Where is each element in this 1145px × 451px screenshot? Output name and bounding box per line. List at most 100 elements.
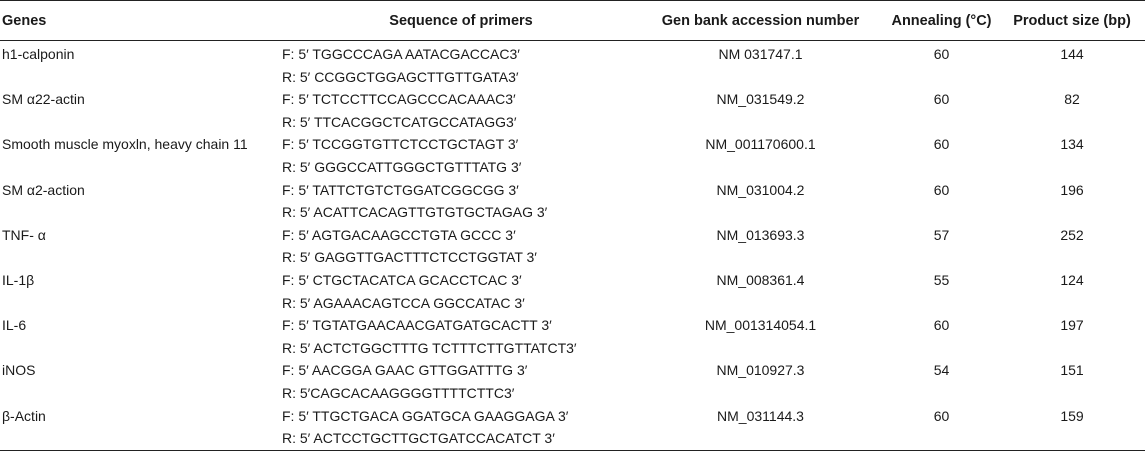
empty-cell [880, 292, 1003, 315]
empty-cell [0, 111, 281, 134]
header-genes: Genes [0, 0, 281, 41]
gene-name: SM α22-actin [2, 91, 85, 108]
product-size: 159 [1060, 407, 1084, 424]
empty-cell [0, 427, 281, 451]
gene-name: IL-1β [2, 271, 35, 288]
gene-name: TNF- α [2, 226, 46, 243]
table-row: h1-calponin F: 5′ TGGCCCAGA AATACGACCAC3′… [0, 41, 1145, 66]
table-row: β-Actin F: 5′ TTGCTGACA GGATGCA GAAGGAGA … [0, 405, 1145, 428]
accession-number: NM_001314054.1 [704, 317, 817, 334]
forward-primer: F: 5′ AACGGA GAAC GTTGGATTTG 3′ [282, 362, 528, 379]
empty-cell [0, 156, 281, 179]
table-row: Smooth muscle myoxln, heavy chain 11 F: 5… [0, 133, 1145, 156]
accession-number: NM_008361.4 [716, 271, 805, 288]
forward-primer: F: 5′ TCTCCTTCCAGCCCACAAAC3′ [282, 91, 516, 108]
gene-name: IL-6 [2, 317, 27, 334]
reverse-primer: R: 5′ AGAAACAGTCCA GGCCATAC 3′ [282, 294, 525, 311]
empty-cell [0, 201, 281, 224]
table-body: h1-calponin F: 5′ TGGCCCAGA AATACGACCAC3′… [0, 41, 1145, 451]
empty-cell [0, 292, 281, 315]
reverse-primer: R: 5′ ACTCCTGCTTGCTGATCCACATCT 3′ [281, 427, 641, 451]
reverse-primer: R: 5′ CCGGCTGGAGCTTGTTGATA3′ [282, 68, 519, 85]
empty-cell [880, 111, 1003, 134]
forward-primer: F: 5′ AGTGACAAGCCTGTA GCCC 3′ [282, 226, 516, 243]
header-annealing: Annealing (°C) [880, 0, 1003, 41]
table-row-reverse: R: 5′CAGCACAAGGGGTTTTCTTC3′ [0, 382, 1145, 405]
forward-primer: F: 5′ TATTCTGTCTGGATCGGCGG 3′ [282, 181, 519, 198]
gene-name: h1-calponin [2, 46, 75, 62]
empty-cell [880, 382, 1003, 405]
reverse-primer: R: 5′ ACATTCACAGTTGTGTGCTAGAG 3′ [282, 204, 548, 221]
product-size: 196 [1060, 181, 1084, 198]
empty-cell [880, 427, 1003, 451]
empty-cell [641, 337, 880, 360]
accession-number: NM_013693.3 [716, 226, 805, 243]
empty-cell [880, 66, 1003, 89]
annealing-temp: 60 [933, 46, 950, 62]
table-row-reverse: R: 5′ ACTCTGGCTTTG TCTTTCTTGTTATCT3′ [0, 337, 1145, 360]
table-row: SM α22-actin F: 5′ TCTCCTTCCAGCCCACAAAC3′… [0, 88, 1145, 111]
accession-number: NM_010927.3 [716, 362, 805, 379]
table-row-reverse: R: 5′ AGAAACAGTCCA GGCCATAC 3′ [0, 292, 1145, 315]
reverse-primer: R: 5′ ACTCTGGCTTTG TCTTTCTTGTTATCT3′ [282, 339, 577, 356]
gene-name: β-Actin [2, 407, 46, 424]
product-size: 252 [1060, 226, 1084, 243]
table-row: TNF- α F: 5′ AGTGACAAGCCTGTA GCCC 3′ NM_01… [0, 224, 1145, 247]
annealing-temp: 60 [933, 136, 950, 153]
annealing-temp: 60 [933, 317, 950, 334]
empty-cell [0, 382, 281, 405]
gene-name: SM α2-action [2, 181, 85, 198]
empty-cell [1003, 201, 1145, 224]
empty-cell [641, 292, 880, 315]
empty-cell [0, 337, 281, 360]
table-row: SM α2-action F: 5′ TATTCTGTCTGGATCGGCGG 3… [0, 179, 1145, 202]
annealing-temp: 60 [933, 181, 950, 198]
header-accession: Gen bank accession number [641, 0, 880, 41]
accession-number: NM_001170600.1 [705, 136, 816, 153]
empty-cell [880, 156, 1003, 179]
forward-primer: F: 5′ TGTATGAACAACGATGATGCACTT 3′ [282, 317, 552, 334]
empty-cell [641, 201, 880, 224]
table-row-reverse: R: 5′ TTCACGGCTCATGCCATAGG3′ [0, 111, 1145, 134]
product-size: 82 [1064, 91, 1080, 108]
empty-cell [880, 337, 1003, 360]
accession-number: NM_031144.3 [717, 407, 804, 424]
table-row-reverse: R: 5′ CCGGCTGGAGCTTGTTGATA3′ [0, 66, 1145, 89]
header-product-size: Product size (bp) [1003, 0, 1145, 41]
forward-primer: F: 5′ TCCGGTGTTCTCCTGCTAGT 3′ [282, 136, 519, 153]
gene-name: Smooth muscle myoxln, heavy chain 11 [2, 136, 248, 153]
empty-cell [1003, 382, 1145, 405]
reverse-primer: R: 5′CAGCACAAGGGGTTTTCTTC3′ [282, 384, 515, 401]
accession-number: NM_031549.2 [716, 91, 805, 108]
empty-cell [1003, 337, 1145, 360]
forward-primer: F: 5′ TTGCTGACA GGATGCA GAAGGAGA 3′ [282, 407, 569, 424]
empty-cell [641, 246, 880, 269]
annealing-temp: 57 [933, 226, 950, 243]
empty-cell [641, 156, 880, 179]
forward-primer: F: 5′ CTGCTACATCA GCACCTCAC 3′ [282, 271, 522, 288]
empty-cell [0, 66, 281, 89]
empty-cell [1003, 246, 1145, 269]
product-size: 197 [1060, 317, 1084, 334]
table-row-reverse: R: 5′ GAGGTTGACTTTCTCCTGGTAT 3′ [0, 246, 1145, 269]
table-row: IL-1β F: 5′ CTGCTACATCA GCACCTCAC 3′ NM_00… [0, 269, 1145, 292]
empty-cell [1003, 427, 1145, 451]
table-row: IL-6 F: 5′ TGTATGAACAACGATGATGCACTT 3′ NM_… [0, 314, 1145, 337]
forward-primer: F: 5′ TGGCCCAGA AATACGACCAC3′ [282, 46, 520, 62]
table-row-reverse: R: 5′ GGGCCATTGGGCTGTTTATG 3′ [0, 156, 1145, 179]
product-size: 151 [1060, 362, 1084, 379]
header-sequence: Sequence of primers [281, 0, 641, 41]
header-row: Genes Sequence of primers Gen bank acces… [0, 0, 1145, 41]
table-row-reverse: R: 5′ ACATTCACAGTTGTGTGCTAGAG 3′ [0, 201, 1145, 224]
empty-cell [641, 66, 880, 89]
product-size: 124 [1060, 271, 1084, 288]
reverse-primer: R: 5′ TTCACGGCTCATGCCATAGG3′ [282, 113, 517, 130]
empty-cell [1003, 111, 1145, 134]
reverse-primer: R: 5′ GGGCCATTGGGCTGTTTATG 3′ [282, 158, 522, 175]
empty-cell [641, 111, 880, 134]
product-size: 134 [1060, 136, 1084, 153]
empty-cell [641, 427, 880, 451]
